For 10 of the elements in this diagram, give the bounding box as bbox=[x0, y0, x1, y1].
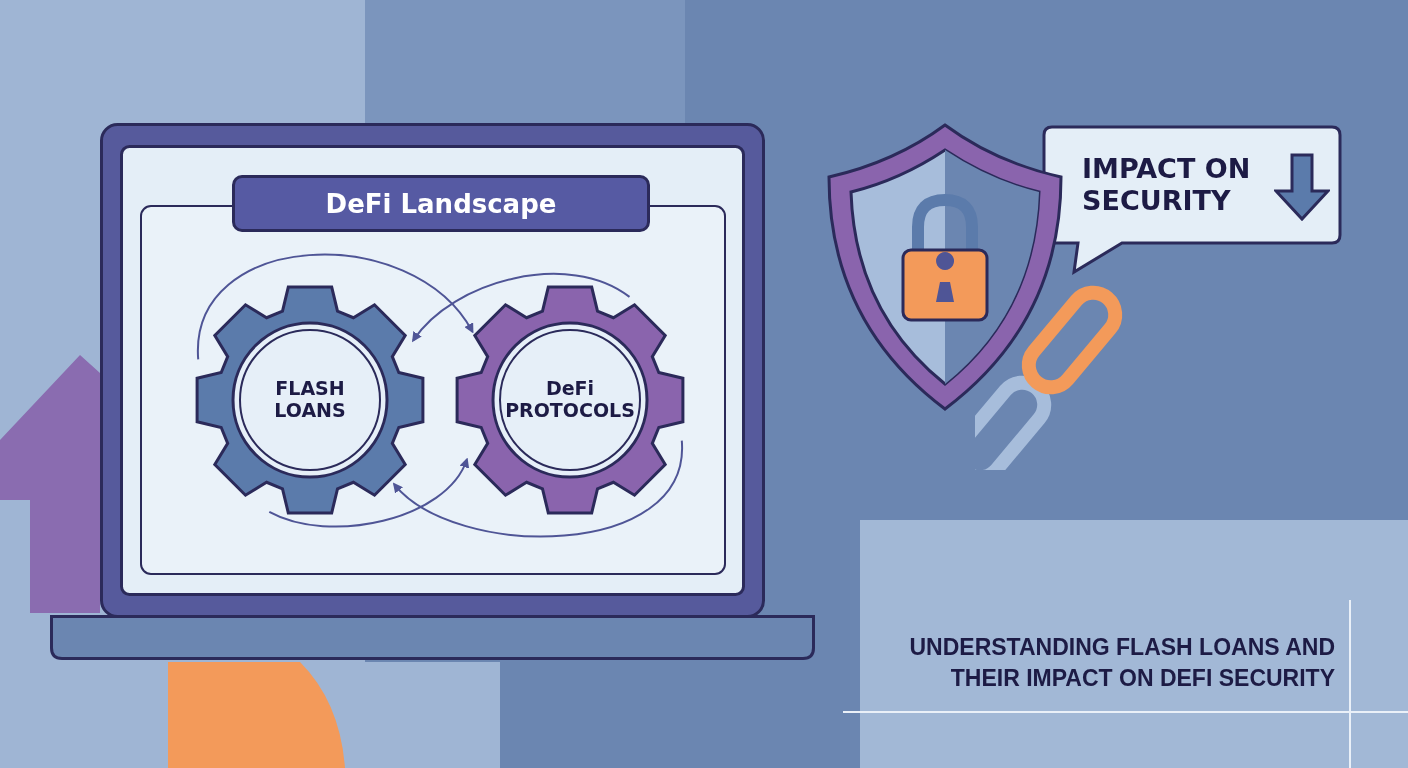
gear-node: DeFi PROTOCOLS bbox=[455, 285, 685, 515]
page-title: UNDERSTANDING FLASH LOANS AND THEIR IMPACT ON DEFI SECURITY bbox=[908, 633, 1335, 694]
title-bar: DeFi Landscape bbox=[232, 175, 650, 232]
curved-arrow bbox=[197, 254, 474, 361]
gear-node: FLASH LOANS bbox=[195, 285, 425, 515]
bubble-text: IMPACT ON SECURITY bbox=[1082, 153, 1252, 218]
curved-arrow bbox=[411, 272, 631, 343]
curved-arrow bbox=[392, 439, 683, 538]
speech-bubble bbox=[1042, 125, 1342, 275]
curved-arrow bbox=[268, 457, 468, 528]
